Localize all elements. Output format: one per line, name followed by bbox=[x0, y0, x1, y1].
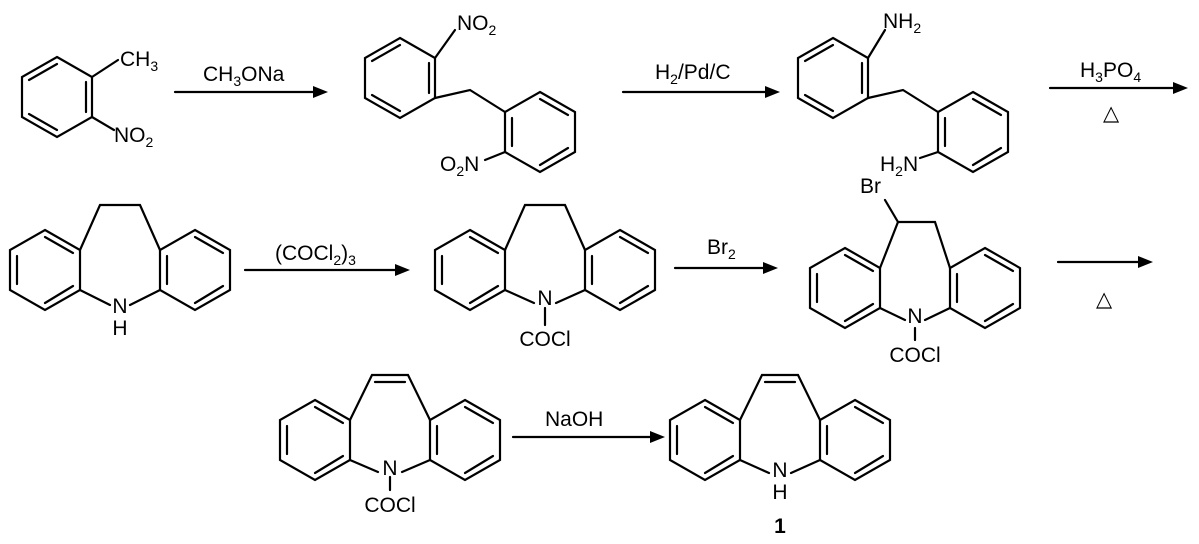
reagent-triphosgene: (COCl2)3 bbox=[275, 242, 356, 268]
chlorocarbonyl-label: COCl bbox=[889, 344, 940, 367]
compound-dinitrobibenzyl: NO2 O2N bbox=[363, 12, 577, 179]
compound-iminodibenzyl: N H bbox=[8, 203, 232, 340]
compound-diaminobibenzyl: NH2 H2N bbox=[796, 10, 1010, 179]
reagent-hydrogen-pd-c: H2/Pd/C bbox=[655, 61, 731, 87]
nitrogen-label: N bbox=[772, 459, 787, 482]
nitro-label: NO2 bbox=[457, 12, 497, 38]
heat-symbol: △ bbox=[1103, 102, 1120, 125]
nitro-label: NO2 bbox=[114, 124, 154, 150]
heat-symbol: △ bbox=[1096, 288, 1113, 311]
chlorocarbonyl-label: COCl bbox=[364, 494, 415, 517]
compound-chlorocarbonyl-iminostilbene: N COCl bbox=[278, 373, 502, 517]
amino-label: H2N bbox=[880, 153, 918, 179]
nitrogen-label: N bbox=[907, 305, 922, 328]
reaction-arrow-5: Br2 bbox=[673, 236, 778, 274]
reaction-arrow-4: (COCl2)3 bbox=[243, 242, 410, 276]
reaction-arrow-6: △ bbox=[1056, 256, 1153, 311]
nitro-label: O2N bbox=[440, 153, 479, 179]
nitrogen-label: N bbox=[112, 295, 127, 318]
bromine-label: Br bbox=[860, 175, 881, 198]
amino-label: NH2 bbox=[883, 10, 921, 36]
chlorocarbonyl-label: COCl bbox=[519, 328, 570, 351]
compound-bromo-chlorocarbonyl-iminodibenzyl: Br N COCl bbox=[808, 175, 1022, 367]
hydrogen-label: H bbox=[112, 317, 127, 340]
compound-chlorocarbonyl-iminodibenzyl: N COCl bbox=[433, 203, 657, 351]
compound-o-nitrotoluene: CH3 NO2 bbox=[20, 48, 158, 150]
reaction-arrow-1: CH3ONa bbox=[173, 63, 328, 98]
reagent-sodium-hydroxide: NaOH bbox=[545, 408, 603, 431]
compound-iminostilbene-product: N H 1 bbox=[668, 373, 892, 538]
compound-number: 1 bbox=[774, 515, 786, 538]
hydrogen-label: H bbox=[772, 481, 787, 504]
reagent-phosphoric-acid: H3PO4 bbox=[1080, 59, 1141, 85]
reaction-arrow-2: H2/Pd/C bbox=[621, 61, 780, 98]
reagent-bromine: Br2 bbox=[707, 236, 736, 262]
nitrogen-label: N bbox=[382, 457, 397, 480]
nitrogen-label: N bbox=[537, 287, 552, 310]
reaction-arrow-7: NaOH bbox=[511, 408, 665, 443]
reagent-sodium-methoxide: CH3ONa bbox=[203, 63, 285, 89]
methyl-label: CH3 bbox=[120, 48, 158, 74]
reaction-arrow-3: H3PO4 △ bbox=[1048, 59, 1188, 125]
